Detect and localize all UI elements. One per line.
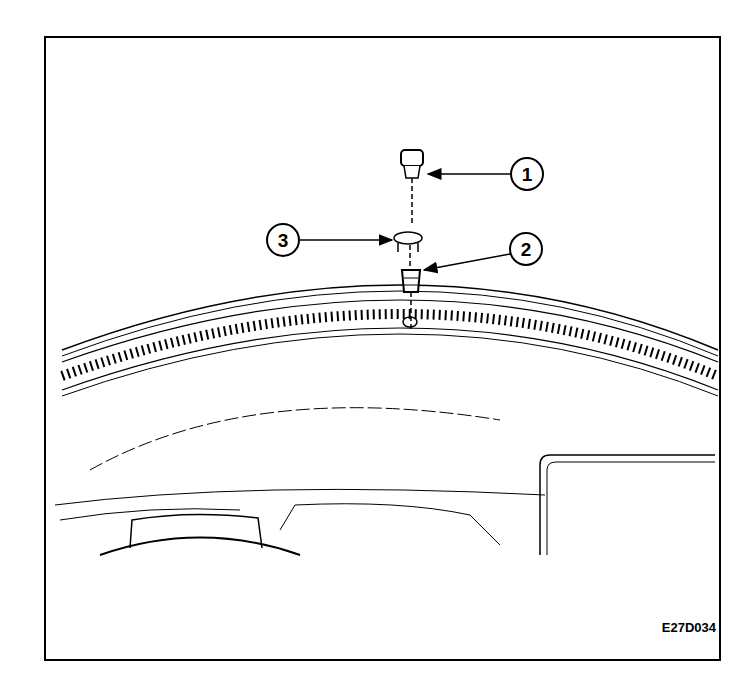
callout-circle: 3 xyxy=(266,223,300,257)
callout-circle: 1 xyxy=(510,157,544,191)
callout-number: 3 xyxy=(278,231,289,250)
callout-number: 2 xyxy=(521,240,532,259)
figure-code: E27D034 xyxy=(660,620,718,635)
callout-circle: 2 xyxy=(509,232,543,266)
callout-number: 1 xyxy=(522,165,533,184)
